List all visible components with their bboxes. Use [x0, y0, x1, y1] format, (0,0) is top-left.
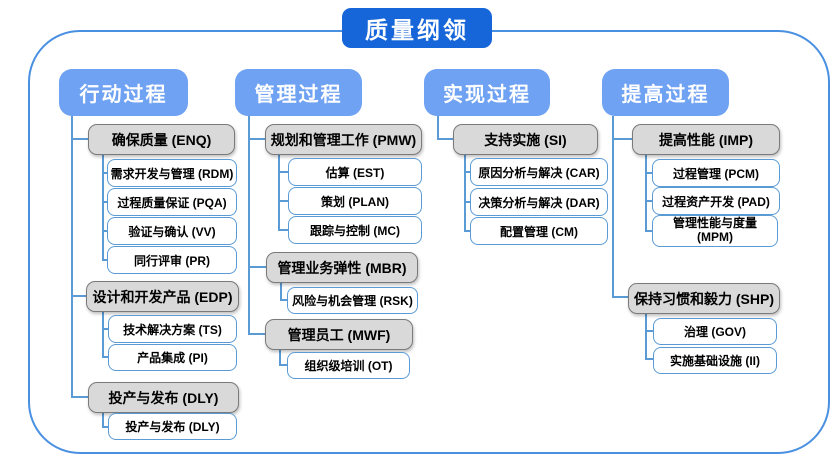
connector-line — [102, 412, 104, 426]
node-rsk: 风险与机会管理 (RSK) — [287, 287, 418, 314]
connector-line — [612, 296, 628, 298]
node-si: 支持实施 (SI) — [453, 124, 598, 155]
connector-line — [612, 138, 632, 140]
connector-line — [645, 200, 652, 202]
connector-line — [102, 201, 107, 203]
node-ot: 组织级培训 (OT) — [287, 352, 410, 379]
node-mc: 跟踪与控制 (MC) — [288, 216, 422, 244]
connector-line — [278, 153, 280, 229]
node-rdm: 需求开发与管理 (RDM) — [107, 159, 237, 187]
node-mwf: 管理员工 (MWF) — [265, 319, 413, 350]
connector-line — [279, 364, 287, 366]
connector-line — [102, 356, 108, 358]
column-header-realization: 实现过程 — [424, 69, 550, 116]
node-pcm: 过程管理 (PCM) — [652, 159, 780, 187]
connector-line — [645, 312, 647, 359]
connector-line — [279, 348, 281, 365]
connector-line — [612, 116, 614, 297]
connector-line — [278, 200, 288, 202]
connector-line — [280, 281, 282, 300]
connector-line — [102, 310, 104, 357]
connector-line — [71, 116, 73, 397]
connector-line — [645, 330, 653, 332]
node-pr: 同行评审 (PR) — [107, 246, 237, 274]
node-enq: 确保质量 (ENQ) — [88, 124, 235, 155]
column-header-improvement: 提高过程 — [602, 69, 729, 116]
connector-line — [464, 153, 466, 231]
node-mpm: 管理性能与度量 (MPM) — [652, 215, 778, 247]
node-ts: 技术解决方案 (TS) — [108, 315, 237, 343]
node-pqa: 过程质量保证 (PQA) — [107, 188, 237, 216]
connector-line — [71, 295, 86, 297]
node-dly-group: 投产与发布 (DLY) — [88, 382, 239, 413]
connector-line — [71, 138, 88, 140]
connector-line — [248, 138, 265, 140]
connector-line — [102, 172, 107, 174]
node-shp: 保持习惯和毅力 (SHP) — [628, 283, 780, 314]
node-car: 原因分析与解决 (CAR) — [470, 158, 608, 186]
diagram-title: 质量纲领 — [342, 8, 492, 48]
column-header-action: 行动过程 — [59, 69, 188, 116]
node-dar: 决策分析与解决 (DAR) — [470, 188, 608, 216]
connector-line — [437, 116, 439, 138]
connector-line — [464, 171, 470, 173]
node-pmw: 规划和管理工作 (PMW) — [265, 124, 422, 155]
node-imp: 提高性能 (IMP) — [632, 124, 780, 155]
connector-line — [280, 299, 287, 301]
connector-line — [248, 266, 266, 268]
node-est: 估算 (EST) — [288, 158, 422, 186]
column-header-management: 管理过程 — [235, 69, 362, 116]
node-gov: 治理 (GOV) — [653, 318, 777, 345]
connector-line — [248, 116, 250, 333]
node-ii: 实施基础设施 (II) — [653, 347, 777, 374]
node-edp: 设计和开发产品 (EDP) — [86, 281, 239, 312]
node-pi: 产品集成 (PI) — [108, 344, 237, 371]
connector-line — [645, 172, 652, 174]
node-cm: 配置管理 (CM) — [470, 217, 608, 245]
connector-line — [645, 358, 653, 360]
node-vv: 验证与确认 (VV) — [107, 217, 237, 245]
node-mbr: 管理业务弹性 (MBR) — [266, 252, 418, 283]
connector-line — [645, 153, 647, 231]
connector-line — [102, 153, 104, 260]
node-dly: 投产与发布 (DLY) — [108, 413, 237, 440]
connector-line — [102, 259, 107, 261]
connector-line — [645, 230, 652, 232]
connector-line — [102, 426, 108, 428]
connector-line — [248, 333, 265, 335]
connector-line — [464, 201, 470, 203]
connector-line — [102, 328, 108, 330]
connector-line — [71, 396, 88, 398]
connector-line — [102, 230, 107, 232]
node-pad: 过程资产开发 (PAD) — [652, 187, 780, 215]
connector-line — [464, 230, 470, 232]
connector-line — [437, 138, 453, 140]
connector-line — [278, 229, 288, 231]
node-plan: 策划 (PLAN) — [288, 187, 422, 215]
connector-line — [278, 171, 288, 173]
